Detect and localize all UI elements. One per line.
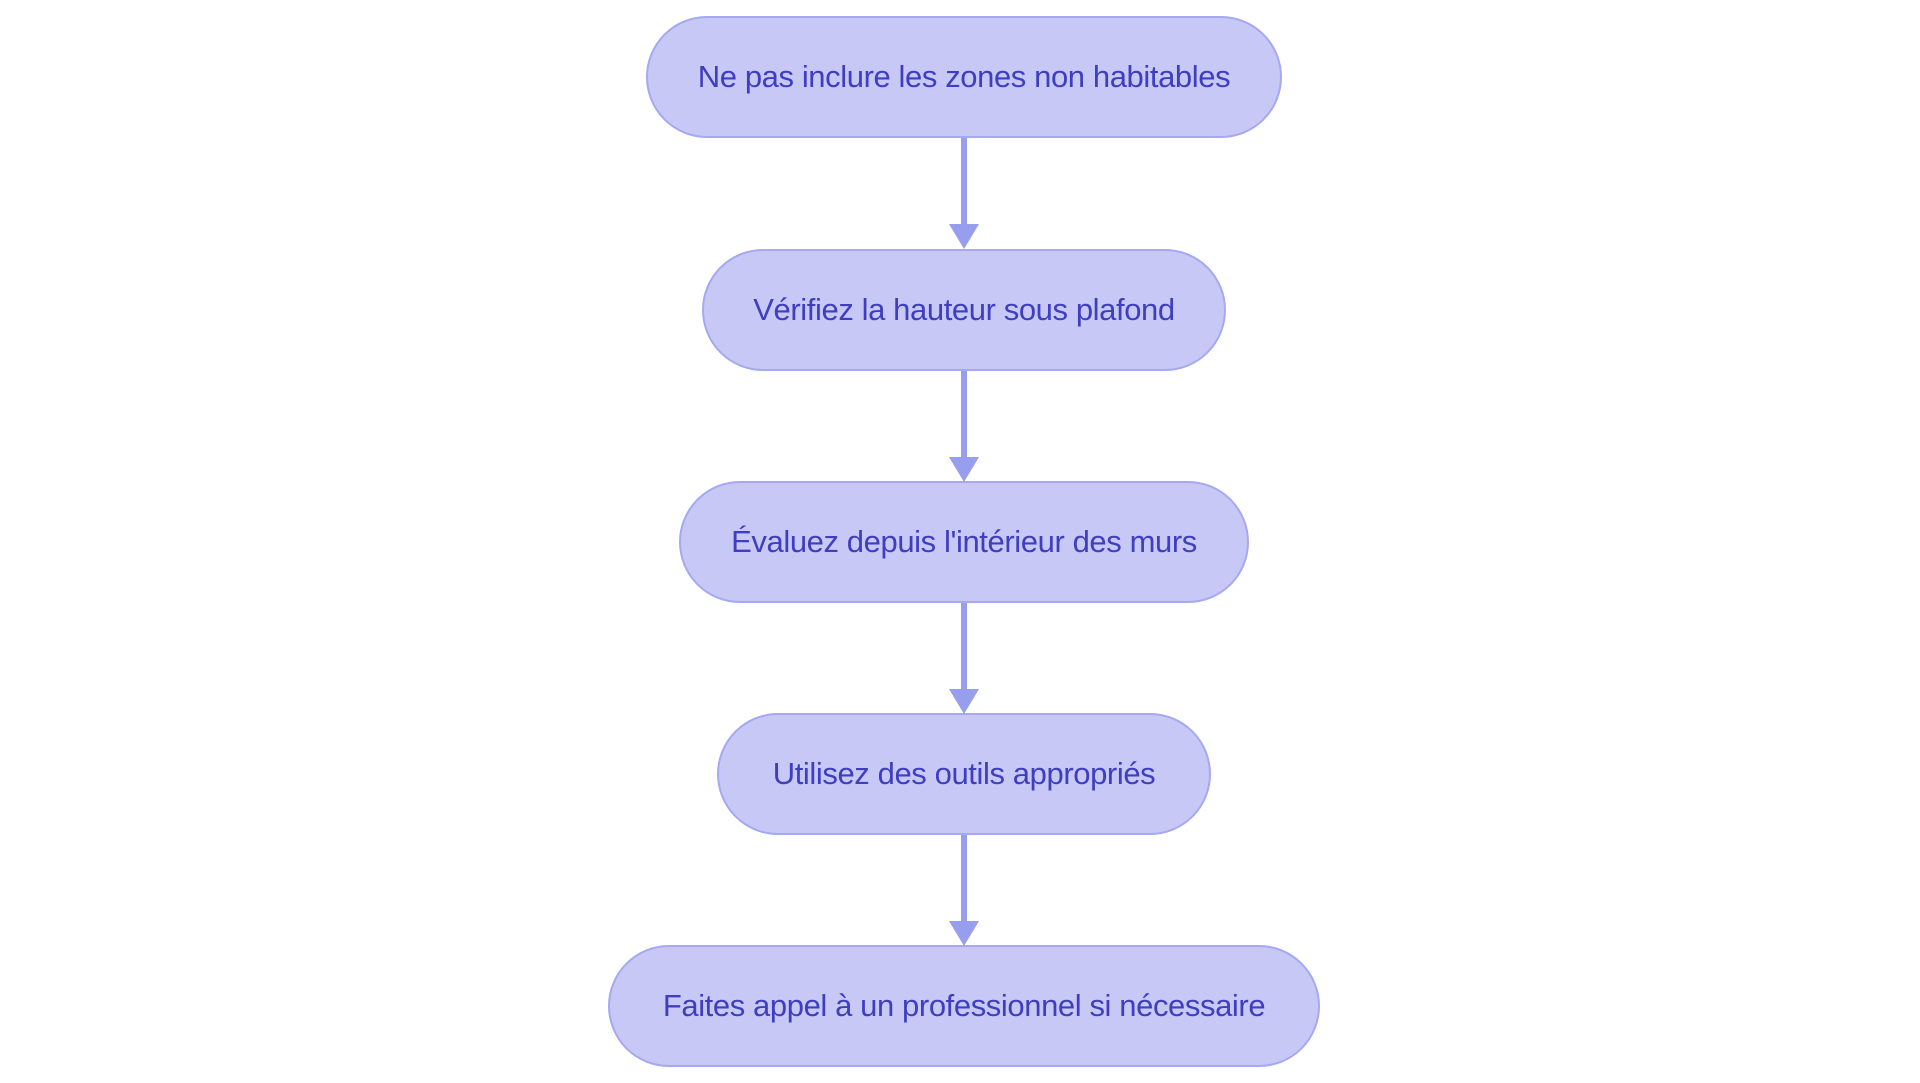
flow-node-1-label: Ne pas inclure les zones non habitables <box>697 59 1231 95</box>
flow-node-3-label: Évaluez depuis l'intérieur des murs <box>731 524 1197 560</box>
connector-arrow-1-2 <box>949 138 979 249</box>
flow-node-5: Faites appel à un professionnel si néces… <box>608 945 1320 1067</box>
arrow-line <box>961 138 967 224</box>
arrow-line <box>961 371 967 457</box>
flow-node-2-label: Vérifiez la hauteur sous plafond <box>753 292 1175 328</box>
arrow-head-icon <box>949 689 979 714</box>
flow-node-2: Vérifiez la hauteur sous plafond <box>702 249 1226 371</box>
connector-arrow-4-5 <box>949 835 979 946</box>
arrow-line <box>961 835 967 921</box>
flow-node-4: Utilisez des outils appropriés <box>717 713 1211 835</box>
arrow-head-icon <box>949 224 979 249</box>
flow-node-1: Ne pas inclure les zones non habitables <box>646 16 1282 138</box>
connector-arrow-3-4 <box>949 603 979 714</box>
flow-node-3: Évaluez depuis l'intérieur des murs <box>679 481 1249 603</box>
arrow-head-icon <box>949 457 979 482</box>
arrow-head-icon <box>949 921 979 946</box>
arrow-line <box>961 603 967 689</box>
flow-node-5-label: Faites appel à un professionnel si néces… <box>662 988 1266 1024</box>
flow-node-4-label: Utilisez des outils appropriés <box>772 756 1156 792</box>
connector-arrow-2-3 <box>949 371 979 482</box>
